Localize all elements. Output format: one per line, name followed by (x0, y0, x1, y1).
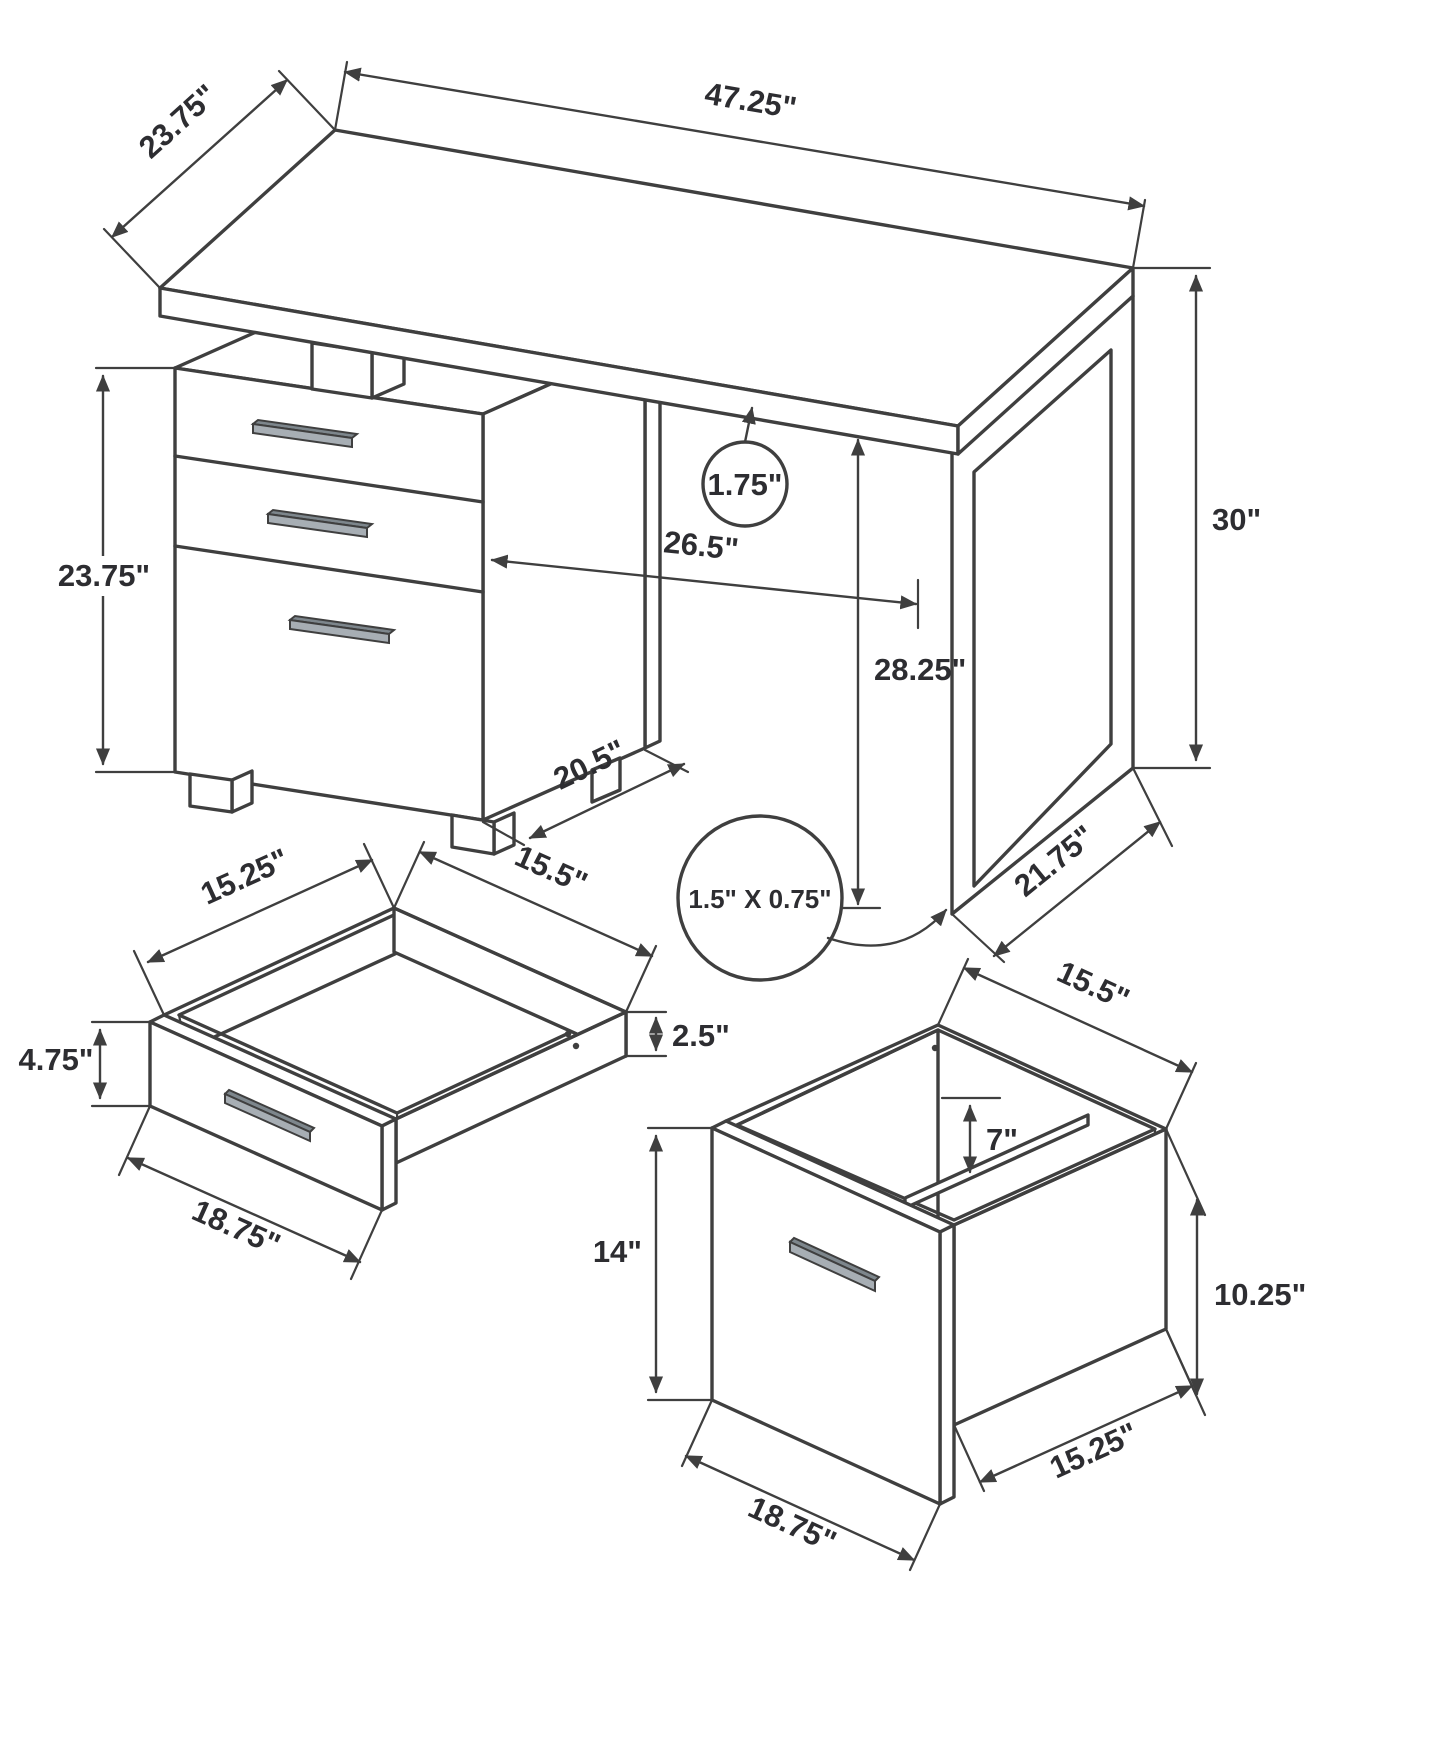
dim-label-leg-tube-size: 1.5" X 0.75" (688, 884, 831, 914)
dim-label-top-width: 47.25" (702, 76, 799, 126)
dim-label-sd-front-height: 4.75" (18, 1042, 93, 1077)
dim-label-top-thickness: 1.75" (707, 467, 782, 502)
dim-label-fd-front-height: 14" (593, 1234, 642, 1269)
file-drawer-handle (788, 1236, 881, 1293)
file-drawer-outer-rim (724, 1023, 1168, 1227)
screw-dot (931, 1044, 939, 1052)
small-drawer-handle (223, 1088, 316, 1143)
dim-label-fd-back-height: 10.25" (1214, 1277, 1306, 1312)
desk-top-right-edge (956, 266, 1135, 456)
dim-label-fd-bottom-depth: 15.25" (1044, 1415, 1142, 1485)
file-drawer-view: 15.5" 7" 14" 10.25" 18.75" 15.25" (593, 954, 1306, 1572)
file-drawer-front-edge (938, 1223, 956, 1506)
file-drawer-inner-rim (735, 1028, 1157, 1222)
desk-isometric-view: 23.75" 47.25" 30" 23.75" 1.75" 26.5" (48, 60, 1261, 982)
leg-frame-inner (972, 348, 1113, 888)
desk-leg-frame (950, 294, 1135, 916)
screw-dot (564, 1030, 572, 1038)
dim-label-knee-height: 28.25" (874, 652, 966, 687)
pedestal-foot-right (450, 813, 496, 856)
dim-label-knee-width: 26.5" (662, 524, 740, 567)
dim-label-sd-inner-width: 15.5" (510, 838, 593, 901)
small-drawer-front-edge (380, 1117, 398, 1212)
dim-label-fd-rail-height: 7" (986, 1122, 1018, 1157)
dim-label-overall-height: 30" (1212, 502, 1261, 537)
dim-label-pedestal-height: 23.75" (58, 558, 150, 593)
pedestal-foot-left-side (230, 769, 254, 814)
dim-label-fd-inner-depth: 15.5" (1052, 954, 1135, 1017)
callout-leg-tube (676, 814, 844, 982)
drawer-handle-3 (287, 614, 397, 645)
dim-label-sd-outer-width: 18.75" (187, 1193, 286, 1263)
pedestal-foot-left (188, 772, 234, 814)
dim-label-top-depth: 23.75" (132, 77, 224, 165)
drawer-handle-2 (265, 508, 375, 539)
dim-label-fd-outer-width: 18.75" (743, 1489, 841, 1559)
dim-label-sd-side-height: 2.5" (672, 1018, 730, 1053)
drawer-handle-1 (250, 418, 360, 449)
small-drawer-view: 15.25" 15.5" 4.75" 2.5" 18.75" (18, 838, 730, 1281)
screw-dot (572, 1042, 580, 1050)
pedestal-drawer-dividers (173, 454, 485, 594)
